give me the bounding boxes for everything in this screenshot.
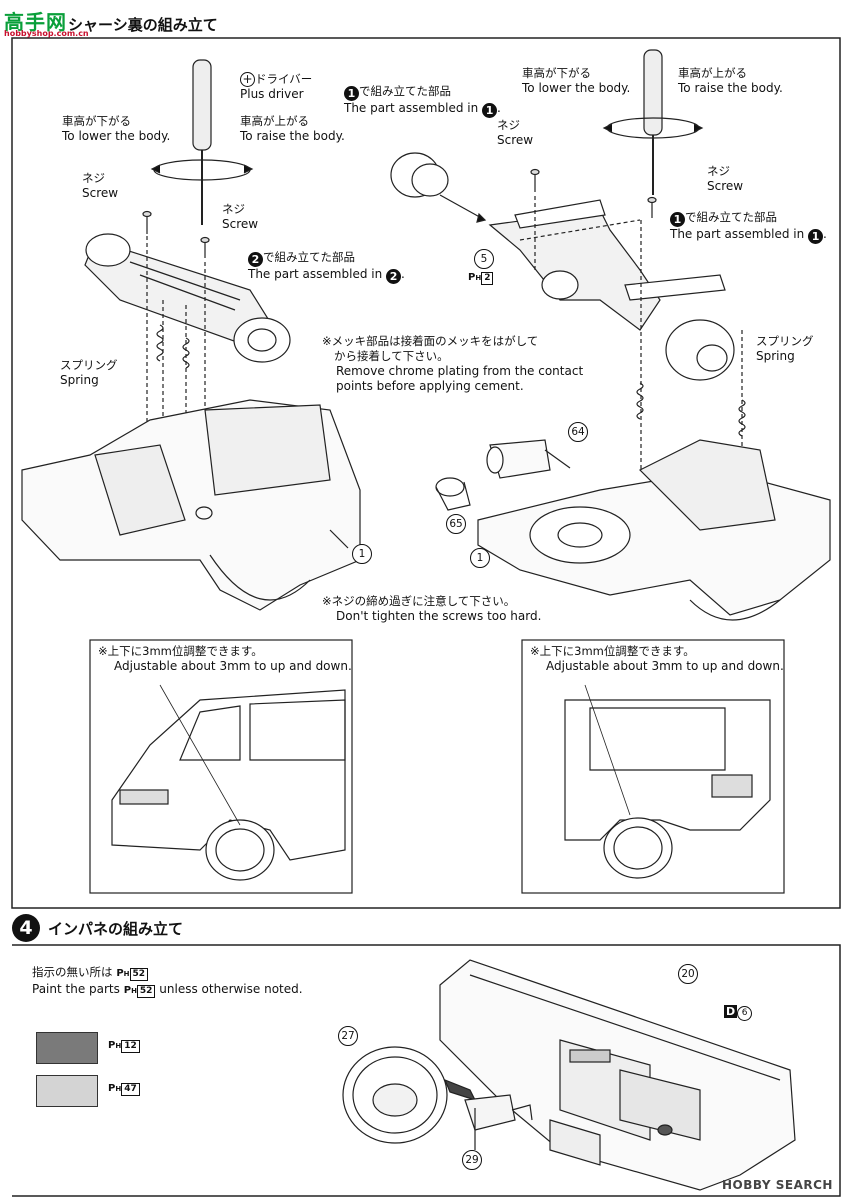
part-20: 20 — [678, 964, 698, 984]
part-29: 29 — [462, 1150, 482, 1170]
logo-text: 高手网 — [4, 10, 67, 34]
part-65: 65 — [446, 514, 466, 534]
part-d6-number: 6 — [737, 1006, 753, 1021]
color-swatch-light — [36, 1075, 98, 1107]
site-logo: 高手网 hobbyshop.com.cn — [4, 6, 89, 38]
step4-number: 4 — [12, 914, 40, 942]
color-swatch-dark — [36, 1032, 98, 1064]
adjust-note-right: ※上下に3mm位調整できます。 Adjustable about 3mm to … — [530, 644, 784, 673]
step4-title: インパネの組み立て — [48, 920, 184, 938]
part-64: 64 — [568, 422, 588, 442]
logo-domain: hobbyshop.com.cn — [4, 29, 89, 38]
part-5: 5 — [474, 249, 494, 269]
part-27: 27 — [338, 1026, 358, 1046]
driver-label: +ドライバー Plus driver — [240, 72, 313, 101]
chrome-note: ※メッキ部品は接着面のメッキをはがして から接着して下さい。 Remove ch… — [322, 334, 584, 393]
part-1-left: 1 — [352, 544, 372, 564]
step3-title: シャーシ裏の組み立て — [68, 16, 218, 34]
watermark: HOBBY SEARCH — [722, 1178, 833, 1192]
adjust-note-left: ※上下に3mm位調整できます。 Adjustable about 3mm to … — [98, 644, 352, 673]
tighten-note: ※ネジの締め過ぎに注意して下さい。 Don't tighten the scre… — [322, 594, 542, 623]
plus-icon: + — [240, 72, 255, 87]
part-1-right: 1 — [470, 548, 490, 568]
